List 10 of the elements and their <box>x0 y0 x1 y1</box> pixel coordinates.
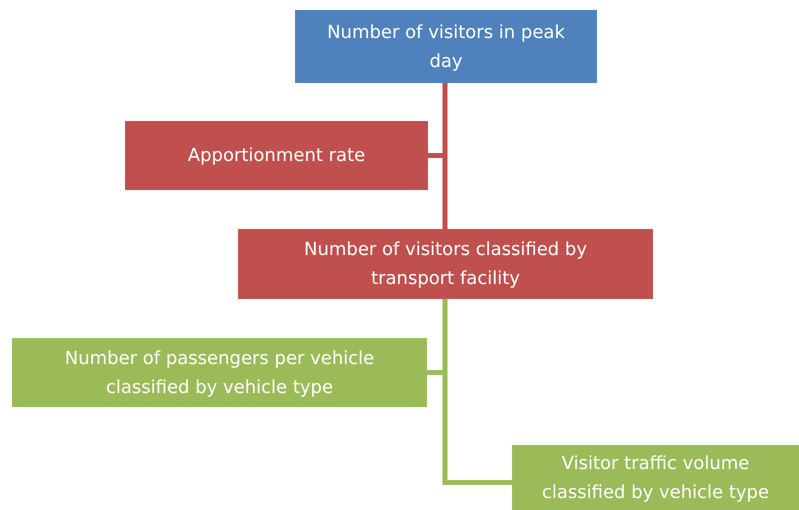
process-box <box>295 10 597 83</box>
process-box <box>125 121 428 190</box>
process-box <box>12 338 427 407</box>
box-label: Visitor traffic volume classified by vehicle type <box>540 452 770 504</box>
box-label: Apportionment rate <box>188 144 366 168</box>
box-label: Number of passengers per vehicle classified by vehicle type <box>64 346 376 400</box>
box-label: Number of visitors in peak day <box>326 20 566 74</box>
process-box <box>238 229 653 299</box>
process-box <box>512 445 799 510</box>
box-label: Number of visitors classified by transport facility <box>302 238 588 291</box>
